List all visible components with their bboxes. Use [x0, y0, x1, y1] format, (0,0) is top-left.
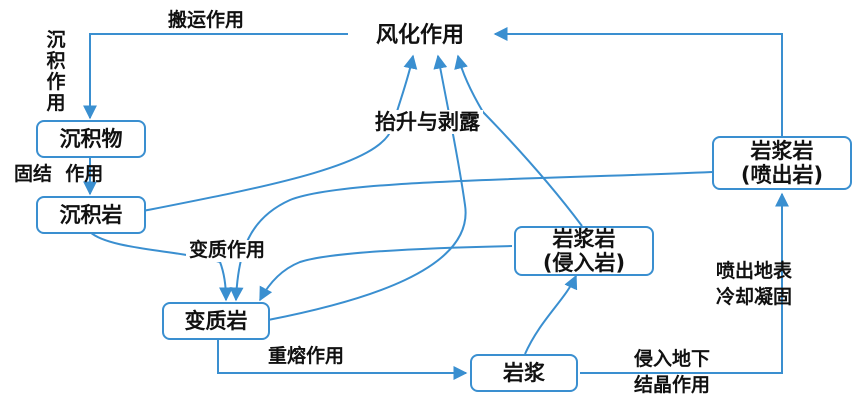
- arrow-uplift-intrusive: [454, 54, 583, 227]
- label-eruption-line-1: 喷出地表: [716, 260, 793, 282]
- node-extrusive-rock: 岩浆岩 (喷出岩): [712, 136, 852, 190]
- extrusive-rock-line-1: 岩浆岩: [750, 138, 814, 163]
- label-metamorphism: 变质作用: [186, 239, 269, 262]
- arrow-remelting: [217, 338, 468, 380]
- intrusive-rock-line-2: (侵入岩): [542, 251, 626, 275]
- node-sedimentary-rock: 沉积岩: [36, 196, 146, 234]
- label-deposition-char-3: 作: [46, 71, 66, 93]
- arrow-transport: [83, 33, 348, 120]
- arrow-uplift-metamorphic: [267, 54, 467, 321]
- label-remelting: 重熔作用: [268, 345, 345, 367]
- node-weathering: 风化作用: [375, 23, 464, 49]
- node-magma: 岩浆: [470, 354, 578, 392]
- intrusive-rock-line-1: 岩浆岩: [552, 226, 616, 251]
- node-sediment: 沉积物: [36, 120, 146, 158]
- extrusive-rock-line-2: (喷出岩): [740, 163, 824, 187]
- label-intrusion-line-1: 侵入地下: [634, 348, 711, 370]
- label-deposition-char-4: 用: [46, 92, 66, 114]
- node-metamorphic-rock: 变质岩: [162, 302, 270, 340]
- label-intrusion: 侵入地下 结晶作用: [634, 346, 710, 398]
- label-deposition-char-1: 沉: [46, 29, 66, 51]
- label-deposition: 沉 积 作 用: [44, 30, 68, 114]
- arrow-uplift-sedimentary: [142, 54, 418, 212]
- label-uplift: 抬升与剥露: [372, 110, 483, 135]
- label-cementation: 固结 作用: [14, 163, 104, 185]
- label-eruption: 喷出地表 冷却凝固: [716, 258, 792, 310]
- arrow-metamorphism-intrusive: [259, 245, 513, 302]
- node-intrusive-rock: 岩浆岩 (侵入岩): [514, 226, 654, 276]
- label-deposition-char-2: 积: [46, 50, 66, 72]
- label-intrusion-line-2: 结晶作用: [634, 374, 711, 396]
- label-eruption-line-2: 冷却凝固: [716, 286, 793, 308]
- arrow-extrusive-to-weathering: [493, 27, 783, 136]
- arrow-magma-to-intrusive: [524, 274, 578, 355]
- arrow-magma-to-extrusive: [580, 192, 789, 374]
- label-transport: 搬运作用: [168, 9, 245, 31]
